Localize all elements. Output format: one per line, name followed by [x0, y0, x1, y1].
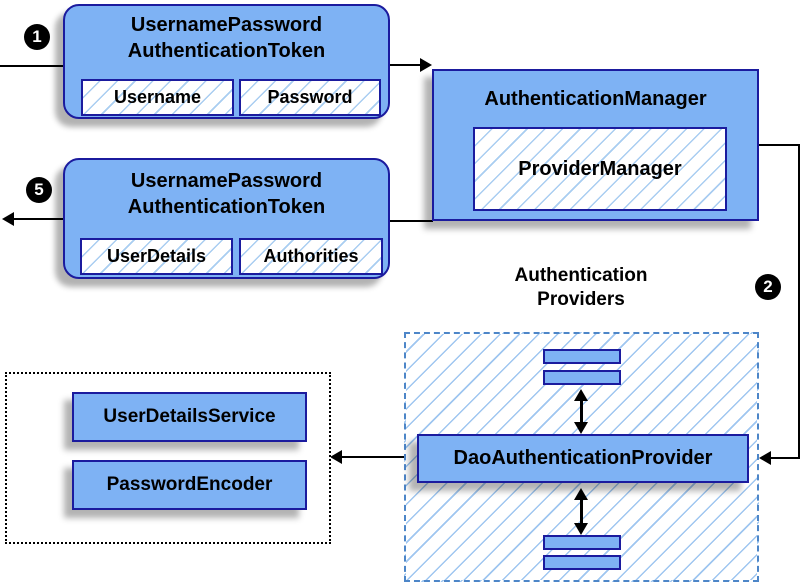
step-1-badge: 1 [24, 24, 50, 50]
providers-group-label-line2: Providers [537, 289, 625, 310]
providers-group-label-line1: Authentication [514, 265, 648, 286]
arrowhead-left-icon [759, 451, 771, 465]
double-arrow-line [580, 399, 583, 423]
incoming-request-line [0, 65, 63, 67]
authentication-manager-title: AuthenticationManager [484, 88, 707, 110]
request-token-title: UsernamePassword AuthenticationToken [65, 12, 388, 64]
arrowhead-left-icon [330, 450, 342, 464]
arrowhead-left-icon [2, 212, 14, 226]
authorities-field-box: Authorities [239, 238, 383, 275]
provider-manager-box: ProviderManager [473, 127, 727, 211]
double-arrow-up-icon [574, 488, 588, 500]
password-field-box: Password [239, 79, 381, 116]
providers-group-label: Authentication Providers [456, 264, 706, 312]
authentication-manager-box: AuthenticationManager ProviderManager [432, 69, 759, 221]
double-arrow-up-icon [574, 389, 588, 401]
arrowhead-right-icon [420, 58, 432, 72]
request-token-title-line1: UsernamePassword [130, 14, 323, 36]
double-arrow-down-icon [574, 523, 588, 535]
provider-stack-bar [543, 555, 621, 570]
result-token-title: UsernamePassword AuthenticationToken [65, 168, 388, 220]
result-token-title-line2: AuthenticationToken [127, 196, 326, 218]
dao-to-services-line [342, 456, 417, 458]
manager-to-result-line [390, 220, 433, 222]
password-encoder-box: PasswordEncoder [72, 460, 307, 510]
manager-to-provider-line-end [770, 457, 800, 459]
result-token-box: UsernamePassword AuthenticationToken Use… [63, 158, 390, 279]
username-field-box: Username [81, 79, 234, 116]
provider-stack-bar [543, 349, 621, 364]
user-details-service-box: UserDetailsService [72, 392, 307, 442]
userdetails-field-box: UserDetails [80, 238, 233, 275]
manager-to-provider-line-h [759, 144, 800, 146]
manager-to-provider-line-v [798, 144, 800, 459]
request-token-title-line2: AuthenticationToken [127, 40, 326, 62]
provider-stack-bar [543, 535, 621, 550]
result-outgoing-line [14, 218, 63, 220]
step-2-badge: 2 [755, 274, 781, 300]
request-token-box: UsernamePassword AuthenticationToken Use… [63, 4, 390, 119]
token-to-manager-line [390, 64, 422, 66]
step-5-badge: 5 [26, 177, 52, 203]
provider-stack-bar [543, 370, 621, 385]
double-arrow-line [580, 498, 583, 524]
dao-authentication-provider-box: DaoAuthenticationProvider [417, 434, 749, 483]
result-token-title-line1: UsernamePassword [130, 170, 323, 192]
double-arrow-down-icon [574, 422, 588, 434]
